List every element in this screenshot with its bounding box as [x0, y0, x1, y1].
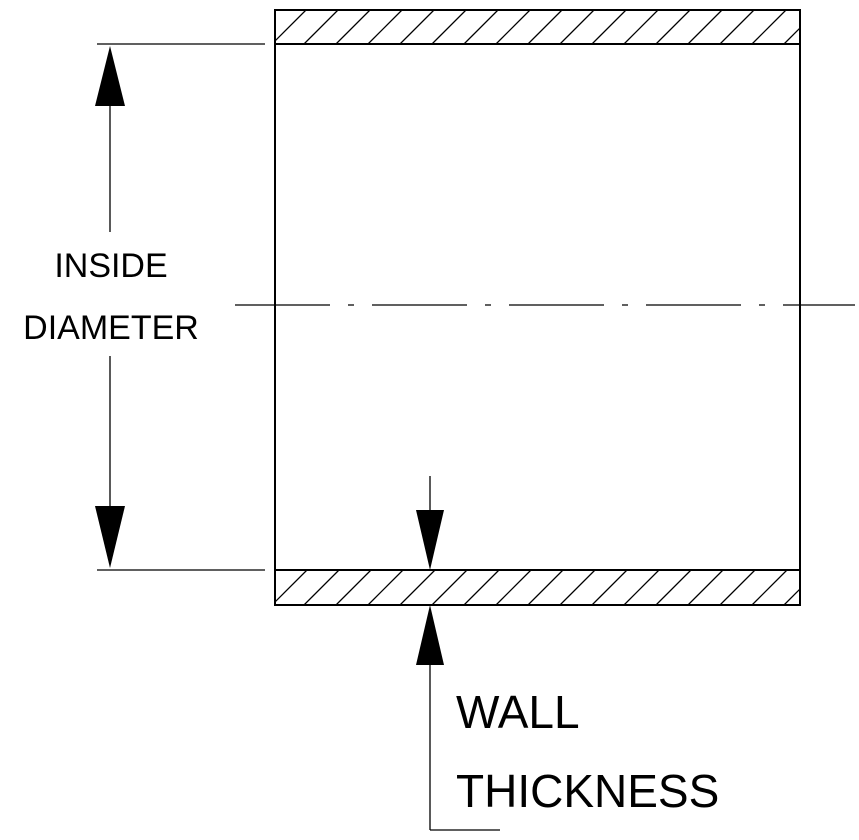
inside-diameter-label-line1: INSIDE: [54, 247, 167, 285]
hatch-line: [783, 588, 800, 605]
hatch-line: [495, 570, 532, 605]
top-wall-hatching: [240, 10, 800, 44]
hatch-line: [335, 570, 372, 605]
hatch-line: [303, 10, 339, 44]
hatch-line: [623, 10, 659, 44]
hatch-line: [431, 10, 467, 44]
bottom-wall-section: [274, 569, 801, 606]
hatch-line: [719, 570, 756, 605]
hatch-line: [399, 570, 436, 605]
hatch-line: [275, 570, 276, 571]
hatch-line: [559, 570, 596, 605]
hatch-line: [751, 10, 787, 44]
hatch-line: [303, 570, 340, 605]
hatch-line: [591, 10, 627, 44]
hatch-line: [240, 10, 274, 44]
hatch-line: [559, 10, 595, 44]
arrow-up-icon: [95, 46, 125, 106]
hatch-line: [655, 570, 692, 605]
hatch-line: [527, 10, 563, 44]
top-wall-outline: [274, 9, 801, 45]
hatch-line: [591, 570, 628, 605]
hatch-line: [751, 570, 788, 605]
arrow-down-icon: [95, 506, 125, 568]
hatch-line: [335, 10, 371, 44]
hatch-line: [431, 570, 468, 605]
wall-thickness-dimension: [416, 476, 500, 831]
hatch-line: [719, 10, 755, 44]
wall-thickness-label-line1: WALL: [456, 686, 580, 738]
hatch-line: [367, 570, 404, 605]
bottom-wall-hatching: [275, 570, 800, 605]
hatch-line: [655, 10, 691, 44]
hatch-line: [527, 570, 564, 605]
hatch-line: [463, 10, 499, 44]
top-wall-section: [240, 9, 801, 45]
hatch-line: [275, 570, 308, 603]
hatch-line: [623, 570, 660, 605]
inside-diameter-dimension: [95, 46, 125, 568]
arrow-up-icon: [416, 605, 444, 665]
hatch-line: [275, 10, 307, 42]
bottom-wall-outline: [274, 569, 801, 606]
hatch-line: [367, 10, 403, 44]
hatch-line: [687, 10, 723, 44]
hatch-line: [687, 570, 724, 605]
wall-thickness-label-line2: THICKNESS: [456, 765, 719, 817]
hatch-line: [463, 570, 500, 605]
hatch-line: [495, 10, 531, 44]
arrow-down-icon: [416, 510, 444, 570]
inside-diameter-label-line2: DIAMETER: [23, 309, 199, 347]
hatch-line: [399, 10, 435, 44]
hatch-line: [783, 27, 800, 44]
